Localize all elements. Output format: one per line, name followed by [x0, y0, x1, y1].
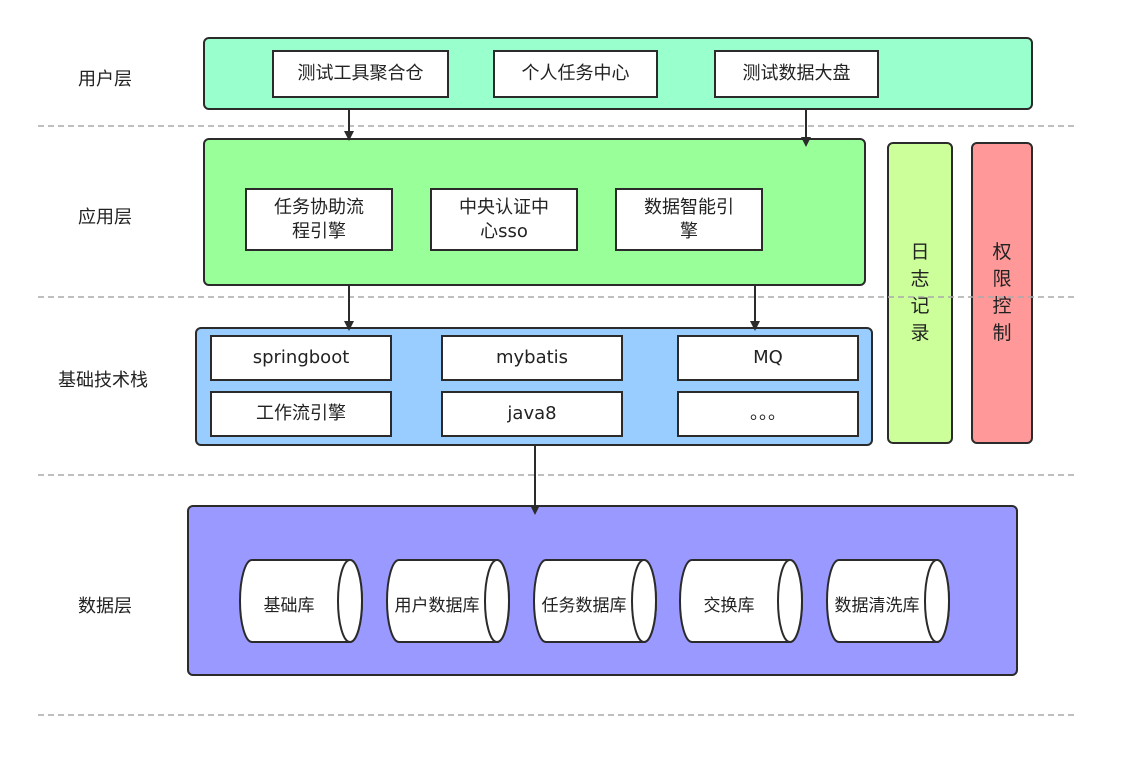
app-item-data-engine: 数据智能引 擎 [615, 188, 763, 251]
layer-label-app: 应用层 [78, 207, 132, 228]
tech-item-java8: java8 [441, 391, 623, 437]
db-label-base: 基础库 [263, 596, 315, 616]
auth-control-label: 权限控制 [992, 241, 1012, 344]
db-cylinder-user [386, 559, 510, 643]
tech-item-springboot: springboot [210, 335, 392, 381]
layer-label-data: 数据层 [78, 596, 132, 617]
log-record-label: 日志记录 [910, 241, 930, 344]
app-item-workflow-engine: 任务协助流 程引擎 [245, 188, 393, 251]
tech-item-mybatis: mybatis [441, 335, 623, 381]
user-item-data-dashboard: 测试数据大盘 [714, 50, 879, 98]
app-item-sso-line2: 心sso [480, 220, 528, 242]
tech-item-workflow: 工作流引擎 [210, 391, 392, 437]
tech-item-more: 。。。 [677, 391, 859, 437]
app-item-sso-line1: 中央认证中 [459, 196, 549, 218]
db-label-task: 任务数据库 [541, 596, 627, 616]
layer-label-user: 用户层 [78, 69, 132, 90]
app-item-sso: 中央认证中 心sso [430, 188, 578, 251]
app-item-workflow-engine-line2: 程引擎 [292, 220, 346, 242]
app-item-data-engine-line2: 擎 [680, 220, 698, 242]
user-item-task-center: 个人任务中心 [493, 50, 658, 98]
auth-control-bar: 权限控制 [971, 142, 1033, 444]
app-item-workflow-engine-line1: 任务协助流 [274, 196, 364, 218]
log-record-bar: 日志记录 [887, 142, 953, 444]
layer-label-tech: 基础技术栈 [58, 370, 148, 391]
db-cylinder-cleaning [826, 559, 950, 643]
db-label-cleaning: 数据清洗库 [834, 596, 920, 616]
db-label-exchange: 交换库 [703, 596, 755, 616]
user-item-test-tools: 测试工具聚合仓 [272, 50, 449, 98]
db-cylinder-exchange [679, 559, 803, 643]
db-cylinder-task [533, 559, 657, 643]
app-item-data-engine-line1: 数据智能引 [644, 196, 734, 218]
db-label-user: 用户数据库 [394, 596, 480, 616]
db-cylinder-base [239, 559, 363, 643]
tech-item-mq: MQ [677, 335, 859, 381]
